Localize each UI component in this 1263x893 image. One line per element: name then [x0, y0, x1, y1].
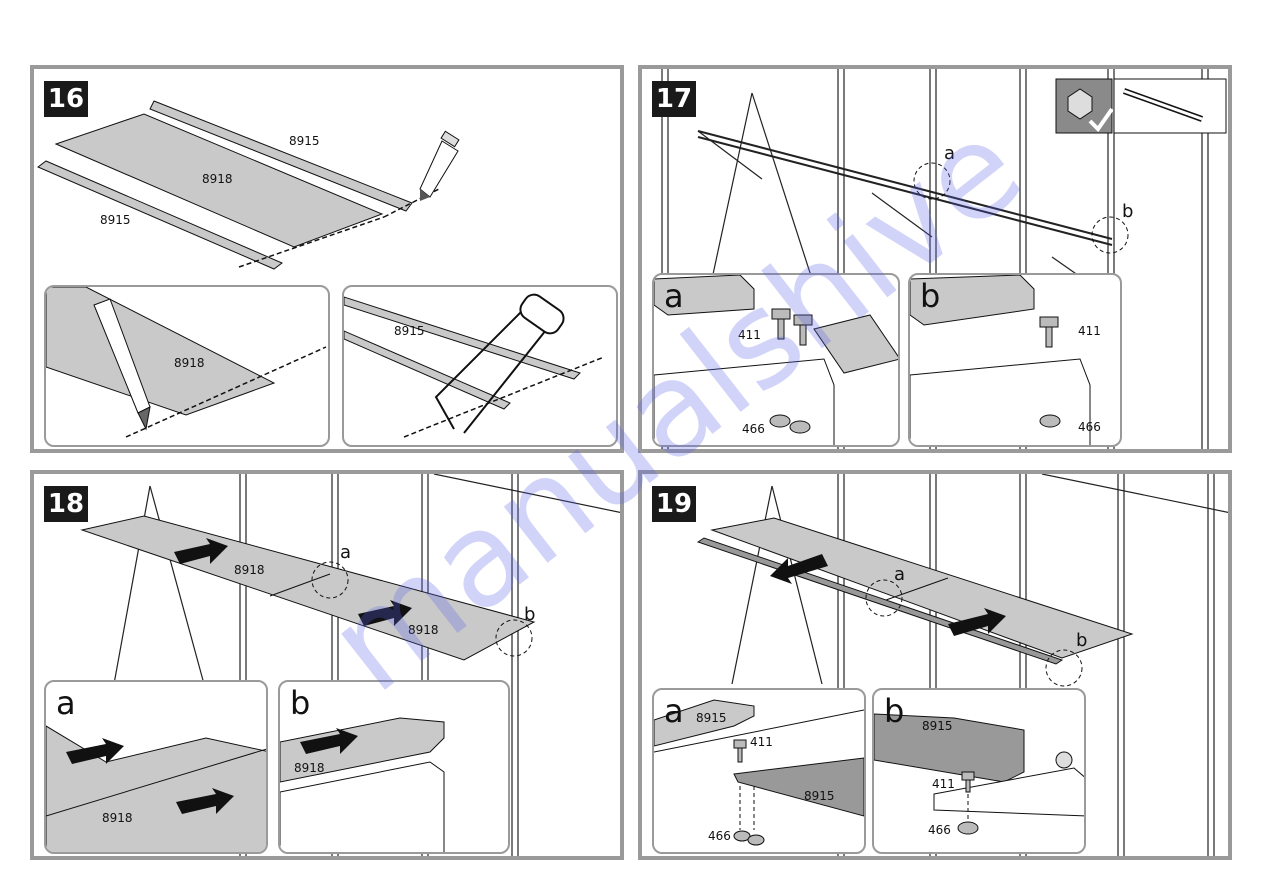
part-label-8918: 8918 — [174, 356, 205, 370]
step-number: 18 — [44, 486, 88, 522]
part-label-8918: 8918 — [234, 563, 265, 577]
step-16-inset-saw: 8915 — [342, 285, 618, 447]
step-17-inset-b: b 411 466 — [908, 273, 1122, 447]
inset-letter-a: a — [664, 692, 684, 730]
step-17-inset-a: a 411 466 — [652, 273, 900, 447]
step-18-panel: 18 a b 8918 8918 a 8918 b — [30, 470, 624, 860]
callout-b: b — [1122, 201, 1133, 222]
bolt-icon — [771, 308, 813, 346]
inset-letter-b: b — [884, 692, 905, 730]
arrow-icon — [770, 554, 828, 584]
pencil-icon — [419, 130, 460, 201]
part-label-8918: 8918 — [202, 172, 233, 186]
step-16-inset-knife: 8918 — [44, 285, 330, 447]
step-number: 19 — [652, 486, 696, 522]
arrow-icon — [358, 600, 412, 626]
part-label-8915: 8915 — [696, 711, 727, 725]
part-label-8918: 8918 — [408, 623, 439, 637]
step-16-panel: 16 8915 8918 8915 8918 — [30, 65, 624, 453]
callout-a: a — [340, 542, 351, 563]
nut-icon — [769, 414, 811, 434]
nut-icon — [733, 830, 765, 846]
callout-b: b — [1076, 630, 1087, 651]
arrow-icon — [66, 738, 124, 764]
screw-icon — [1055, 751, 1073, 769]
inset-letter-a: a — [56, 684, 76, 722]
callout-a: a — [894, 564, 905, 585]
bolt-icon — [961, 771, 975, 793]
utility-knife-icon — [93, 298, 151, 431]
nut-icon — [957, 821, 979, 835]
step-17-panel: 17 a b — [638, 65, 1232, 453]
part-label-8915: 8915 — [394, 324, 425, 338]
part-label-466: 466 — [1078, 420, 1101, 434]
inset-letter-b: b — [920, 277, 941, 315]
part-label-411: 411 — [750, 735, 773, 749]
step-18-inset-b: b 8918 — [278, 680, 510, 854]
hacksaw-icon — [434, 293, 565, 434]
step-19-main-drawing: a b — [696, 474, 1228, 856]
step-19-panel: 19 a b a — [638, 470, 1232, 860]
part-label-466: 466 — [742, 422, 765, 436]
bolt-icon — [1039, 316, 1059, 348]
step-number: 17 — [652, 81, 696, 117]
inset-letter-a: a — [664, 277, 684, 315]
bolt-icon — [733, 739, 747, 763]
arrow-icon — [174, 538, 228, 564]
part-label-411: 411 — [932, 777, 955, 791]
callout-a: a — [944, 143, 955, 164]
arrow-icon — [300, 728, 358, 754]
step-16-main-drawing: 8915 8918 8915 — [37, 100, 460, 270]
arrow-icon — [948, 608, 1006, 636]
step-19-inset-b: b 8915 411 466 — [872, 688, 1086, 854]
part-label-8918: 8918 — [102, 811, 133, 825]
callout-b: b — [524, 604, 535, 625]
part-label-411: 411 — [738, 328, 761, 342]
part-label-8915: 8915 — [922, 719, 953, 733]
part-label-8918: 8918 — [294, 761, 325, 775]
wrench-icon — [1055, 78, 1114, 134]
nut-icon — [1039, 414, 1061, 428]
part-label-466: 466 — [928, 823, 951, 837]
arrow-icon — [176, 788, 234, 814]
part-label-8915: 8915 — [289, 134, 320, 148]
part-label-466: 466 — [708, 829, 731, 843]
step-19-inset-a: a 8915 411 8915 466 — [652, 688, 866, 854]
part-label-411: 411 — [1078, 324, 1101, 338]
step-number: 16 — [44, 81, 88, 117]
part-label-8915: 8915 — [100, 213, 131, 227]
step-18-main-drawing: a b 8918 8918 — [80, 474, 620, 856]
inset-letter-b: b — [290, 684, 311, 722]
step-18-inset-a: a 8918 — [44, 680, 268, 854]
part-label-8915: 8915 — [804, 789, 835, 803]
tube-icon — [1113, 78, 1227, 134]
